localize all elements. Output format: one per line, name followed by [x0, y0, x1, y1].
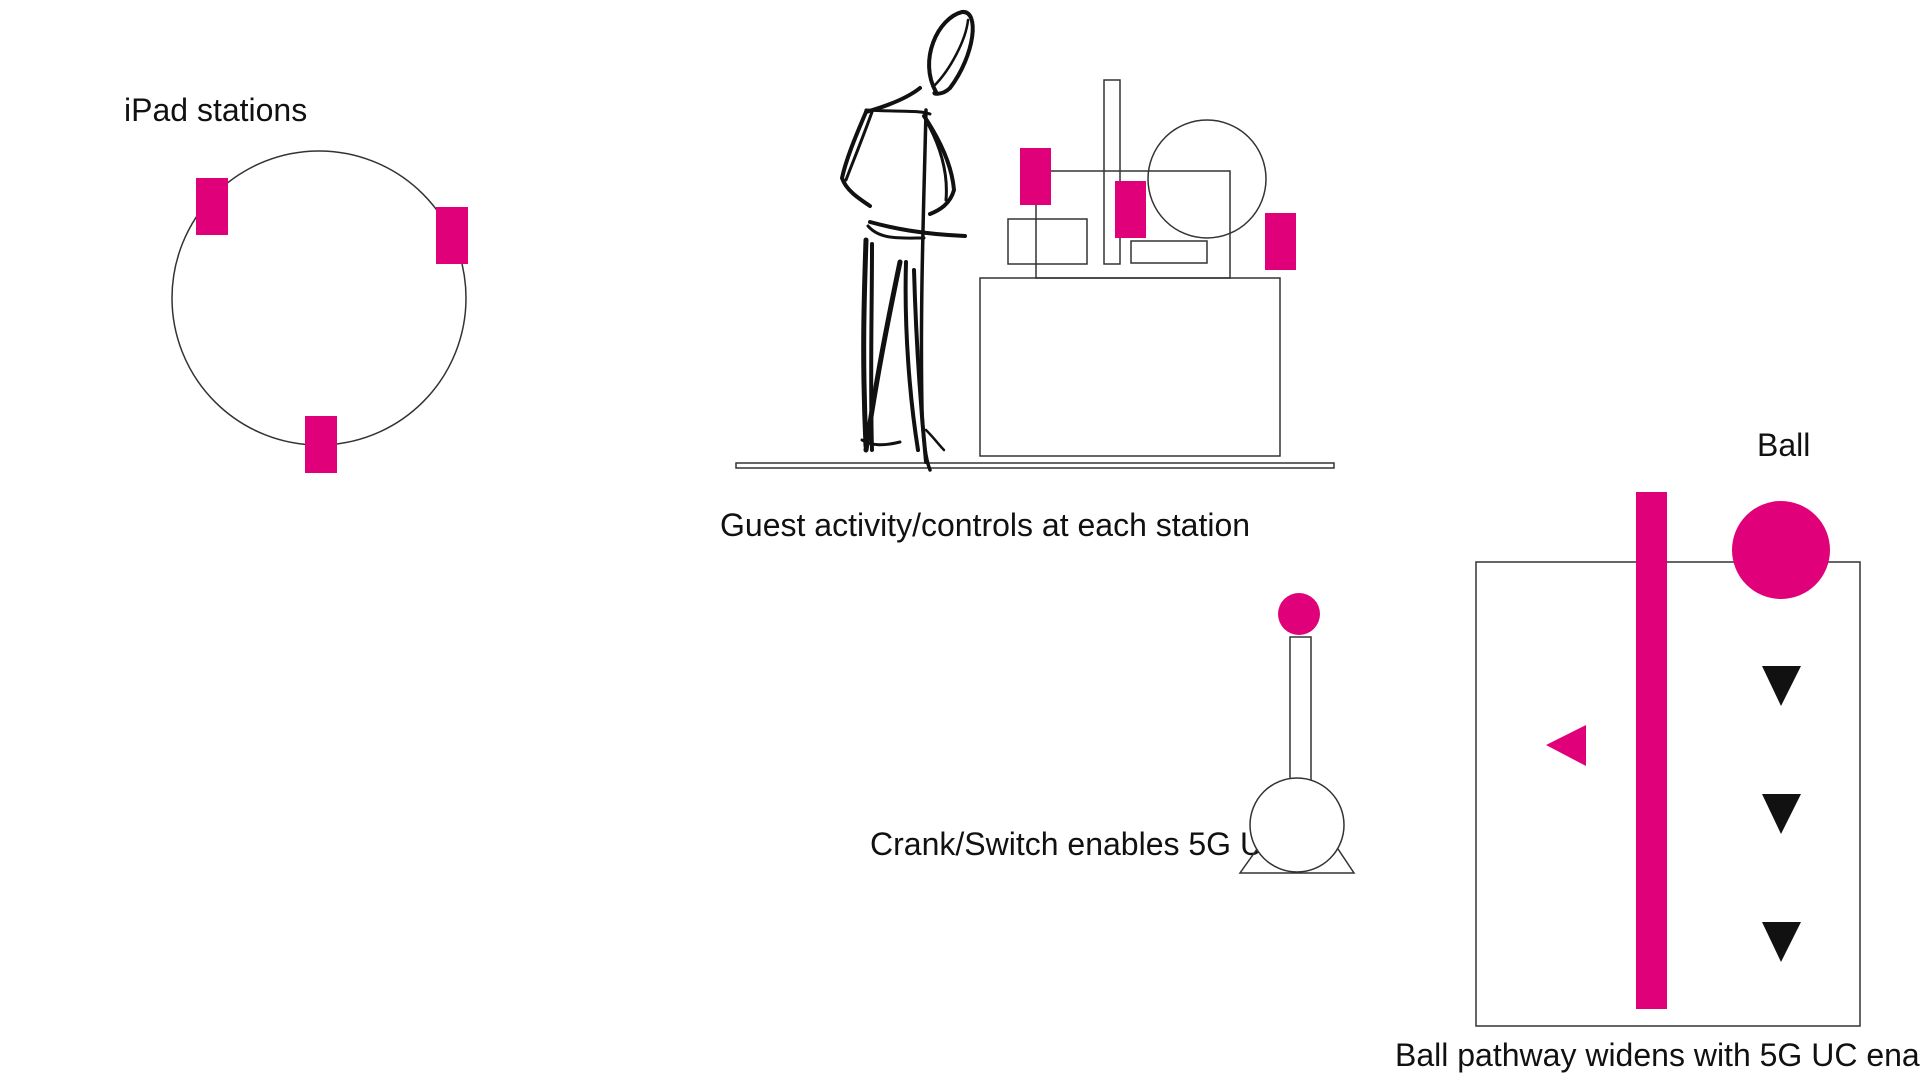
station-ipad-1: [1020, 148, 1051, 205]
triangle-down-icon: [1762, 794, 1801, 834]
crank-shaft: [1289, 636, 1312, 784]
crank-switch-group: Crank/Switch enables 5G UC: [870, 593, 1356, 874]
ipad-stations-group: iPad stations: [124, 92, 468, 473]
station-ipad-2: [1115, 181, 1146, 238]
station-cabinet: [979, 277, 1281, 457]
ball-pathway-label: Ball pathway widens with 5G UC enabled: [1395, 1037, 1920, 1073]
guest-activity-label: Guest activity/controls at each station: [720, 507, 1250, 543]
console-globe: [1147, 119, 1267, 239]
person-figure-icon: [840, 10, 975, 472]
ipad-station-2: [436, 207, 468, 264]
floor-line: [735, 462, 1335, 469]
ball: [1732, 501, 1830, 599]
console-box-left: [1007, 218, 1088, 265]
triangle-down-icon: [1762, 922, 1801, 962]
console-box-right: [1130, 240, 1208, 264]
pathway-barrier: [1636, 492, 1667, 1009]
ball-pathway-group: Ball Ball pathway widens with 5G UC enab…: [1395, 427, 1920, 1073]
ball-label: Ball: [1757, 427, 1810, 463]
crank-knob: [1278, 593, 1320, 635]
triangle-left-icon: [1546, 725, 1586, 766]
crank-switch-label: Crank/Switch enables 5G UC: [870, 826, 1286, 862]
console-pole: [1103, 79, 1121, 265]
ipad-stations-label: iPad stations: [124, 92, 307, 128]
pathway-box: [1475, 561, 1861, 1027]
crank-base-wheel: [1249, 777, 1345, 873]
console-frame: [1035, 170, 1231, 279]
ipad-station-1: [196, 178, 228, 235]
ipad-station-3: [305, 416, 337, 473]
guest-station-group: Guest activity/controls at each station: [720, 10, 1335, 543]
triangle-down-icon: [1762, 666, 1801, 706]
station-ipad-3: [1265, 213, 1296, 270]
